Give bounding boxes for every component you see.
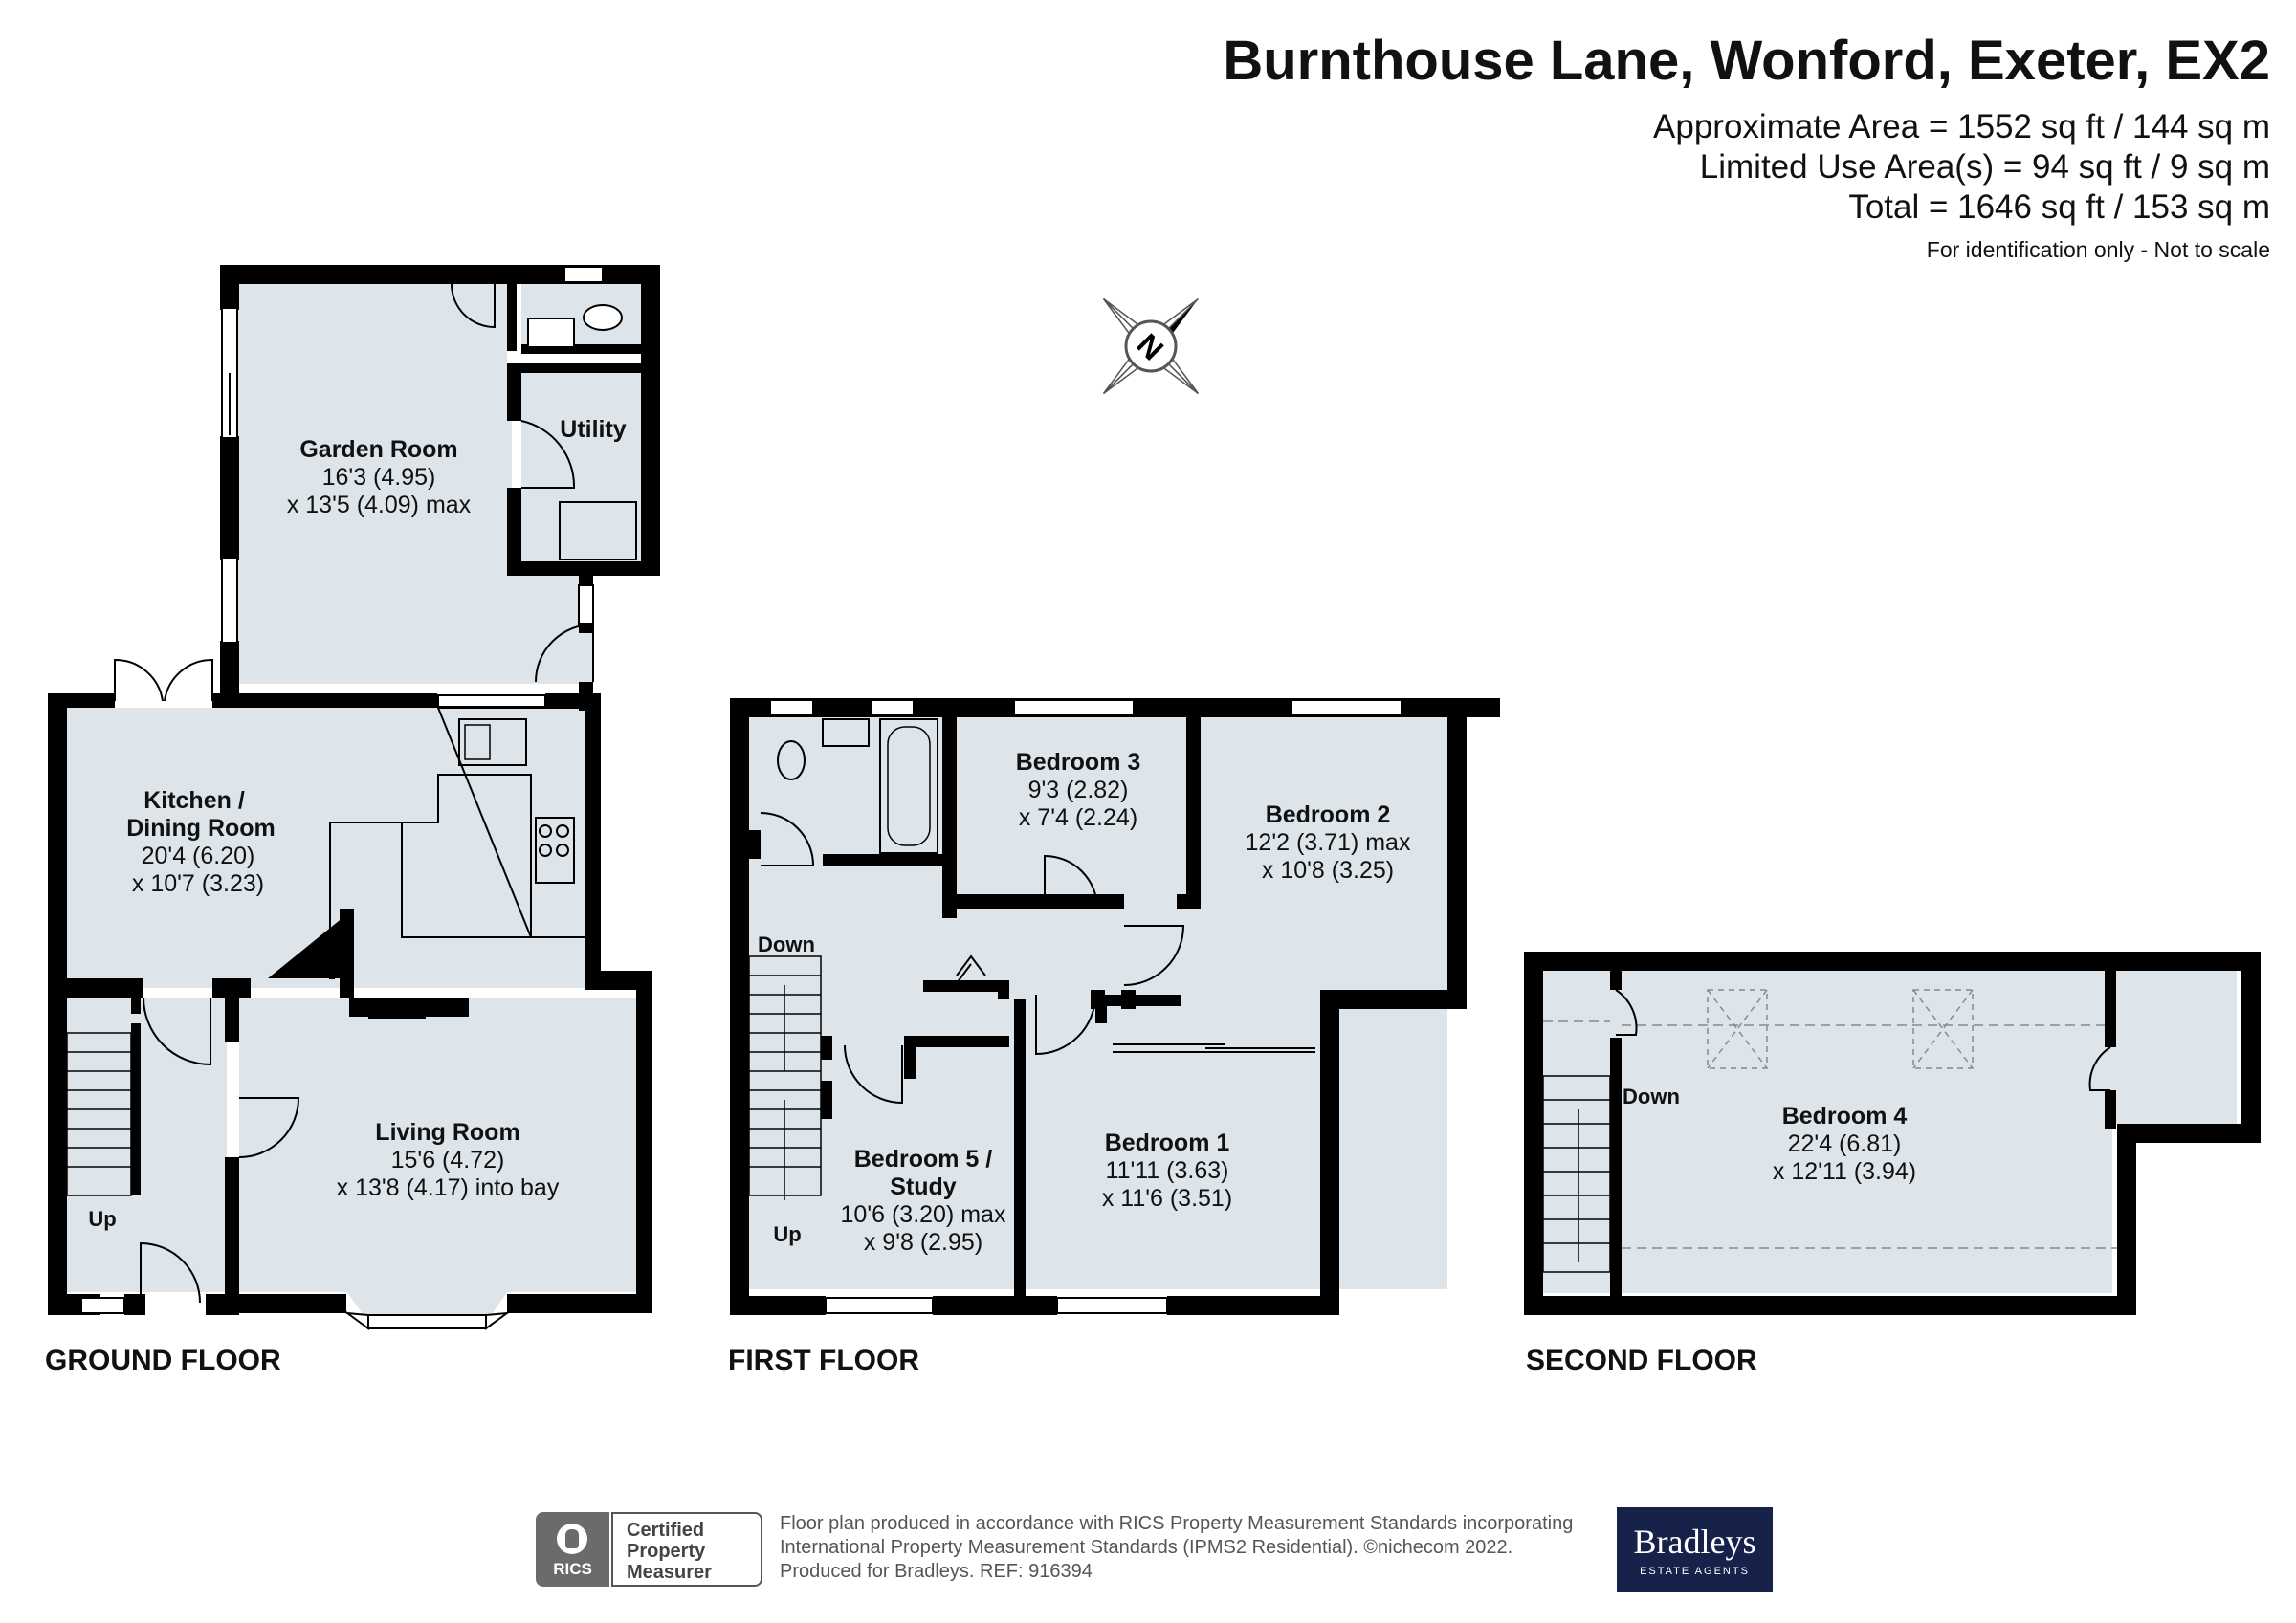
first-floor-walls	[730, 698, 1500, 1315]
bedroom-4-name: Bedroom 4	[1782, 1103, 1908, 1130]
limited-use-lines	[1543, 1020, 2117, 1249]
kitchen-dim2: x 10'7 (3.23)	[132, 870, 264, 897]
first-stairs-up-label: Up	[773, 1222, 801, 1246]
wc-toilet	[583, 304, 623, 331]
bedroom-5-name-line2: Study	[890, 1173, 957, 1200]
first-floor-stairs	[748, 955, 822, 1200]
utility-name: Utility	[560, 416, 627, 443]
ground-floor-label: GROUND FLOOR	[45, 1345, 281, 1376]
footer-line-3: Produced for Bradleys. REF: 916394	[780, 1561, 1093, 1582]
bath	[879, 718, 938, 854]
rics-lion-icon	[557, 1524, 587, 1554]
kitchen-name-line2: Dining Room	[126, 815, 276, 842]
brand-name: Bradleys	[1633, 1523, 1756, 1561]
bedroom-5-dim2: x 9'8 (2.95)	[864, 1229, 982, 1256]
ground-stairs	[66, 1032, 132, 1196]
footer-credits: Floor plan produced in accordance with R…	[780, 1512, 1573, 1584]
bedroom-3-dim2: x 7'4 (2.24)	[1019, 804, 1137, 831]
first-floor-doors	[760, 812, 1185, 1105]
ground-floor-doors	[114, 283, 594, 1304]
kitchen-dim1: 20'4 (6.20)	[142, 843, 255, 869]
bradleys-logo: Bradleys ESTATE AGENTS	[1617, 1507, 1773, 1592]
garden-room-dim2: x 13'5 (4.09) max	[287, 492, 472, 518]
rics-logo: RICS	[536, 1512, 609, 1587]
living-room-dim1: 15'6 (4.72)	[391, 1147, 505, 1173]
first-floor-windows	[769, 699, 1402, 1314]
bathroom-basin	[822, 718, 870, 747]
bedroom-4-dim2: x 12'11 (3.94)	[1773, 1158, 1916, 1185]
living-room-floor	[239, 998, 636, 1323]
bedroom-2-dim2: x 10'8 (3.25)	[1262, 857, 1394, 884]
second-floor-walls	[1524, 952, 2261, 1315]
garden-room-floor	[227, 284, 593, 684]
first-floor-plan	[730, 698, 1500, 1315]
sink	[458, 718, 527, 766]
approximate-area: Approximate Area = 1552 sq ft / 144 sq m	[1653, 108, 2270, 145]
second-floor-stairs	[1542, 1075, 1611, 1273]
badge-line-3: Measurer	[627, 1562, 712, 1583]
first-stairs-down-label: Down	[758, 932, 815, 956]
garden-room-dim1: 16'3 (4.95)	[322, 464, 436, 491]
utility-floor	[521, 363, 641, 561]
second-floor-label: SECOND FLOOR	[1526, 1345, 1757, 1376]
footer-line-1: Floor plan produced in accordance with R…	[780, 1513, 1574, 1534]
living-room-name: Living Room	[375, 1119, 519, 1146]
limited-use-area: Limited Use Area(s) = 94 sq ft / 9 sq m	[1699, 148, 2270, 186]
first-floor-label: FIRST FLOOR	[728, 1345, 919, 1376]
kitchen-counter	[329, 707, 586, 979]
garden-room-name: Garden Room	[299, 436, 457, 463]
second-floor-doors	[1615, 989, 2111, 1091]
hall-floor	[62, 998, 227, 1292]
bedroom-2-dim1: 12'2 (3.71) max	[1246, 829, 1411, 856]
bedroom-1-dim1: 11'11 (3.63)	[1106, 1157, 1229, 1184]
bedroom-5-name-line1: Bedroom 5 /	[854, 1146, 993, 1173]
bedroom-5-dim1: 10'6 (3.20) max	[841, 1201, 1006, 1228]
bedroom-1-name: Bedroom 1	[1105, 1130, 1230, 1156]
second-stairs-down-label: Down	[1623, 1085, 1680, 1108]
total-area: Total = 1646 sq ft / 153 sq m	[1848, 188, 2270, 226]
second-floor-plan	[1524, 952, 2261, 1315]
ground-floor-plan	[48, 265, 660, 1330]
bathroom-toilet	[777, 740, 806, 780]
fireplace	[368, 998, 426, 1019]
rics-logo-text: RICS	[553, 1560, 592, 1578]
ground-stairs-up-label: Up	[88, 1207, 116, 1231]
badge-line-2: Property	[627, 1541, 706, 1562]
roof-windows	[1707, 989, 1974, 1069]
bedroom-3-dim1: 9'3 (2.82)	[1028, 777, 1129, 803]
brand-subtitle: ESTATE AGENTS	[1640, 1566, 1750, 1577]
bedroom-1-dim2: x 11'6 (3.51)	[1102, 1185, 1232, 1212]
badge-line-1: Certified	[627, 1520, 705, 1541]
identification-disclaimer: For identification only - Not to scale	[1926, 237, 2270, 262]
north-compass	[1102, 297, 1200, 395]
bedroom-4-floor	[1543, 971, 2112, 1293]
bedroom-4-dim1: 22'4 (6.81)	[1788, 1130, 1902, 1157]
bedroom-2-name: Bedroom 2	[1266, 801, 1391, 828]
property-address-title: Burnthouse Lane, Wonford, Exeter, EX2	[1223, 30, 2270, 92]
hob	[535, 817, 575, 884]
kitchen-name-line1: Kitchen /	[144, 787, 245, 814]
living-room-dim2: x 13'8 (4.17) into bay	[337, 1174, 560, 1201]
footer-line-2: International Property Measurement Stand…	[780, 1537, 1513, 1558]
certified-measurer-badge: Certified Property Measurer	[611, 1512, 762, 1587]
bedroom-3-name: Bedroom 3	[1016, 749, 1141, 776]
wc-basin	[527, 318, 575, 348]
ground-floor-walls	[48, 265, 660, 1315]
